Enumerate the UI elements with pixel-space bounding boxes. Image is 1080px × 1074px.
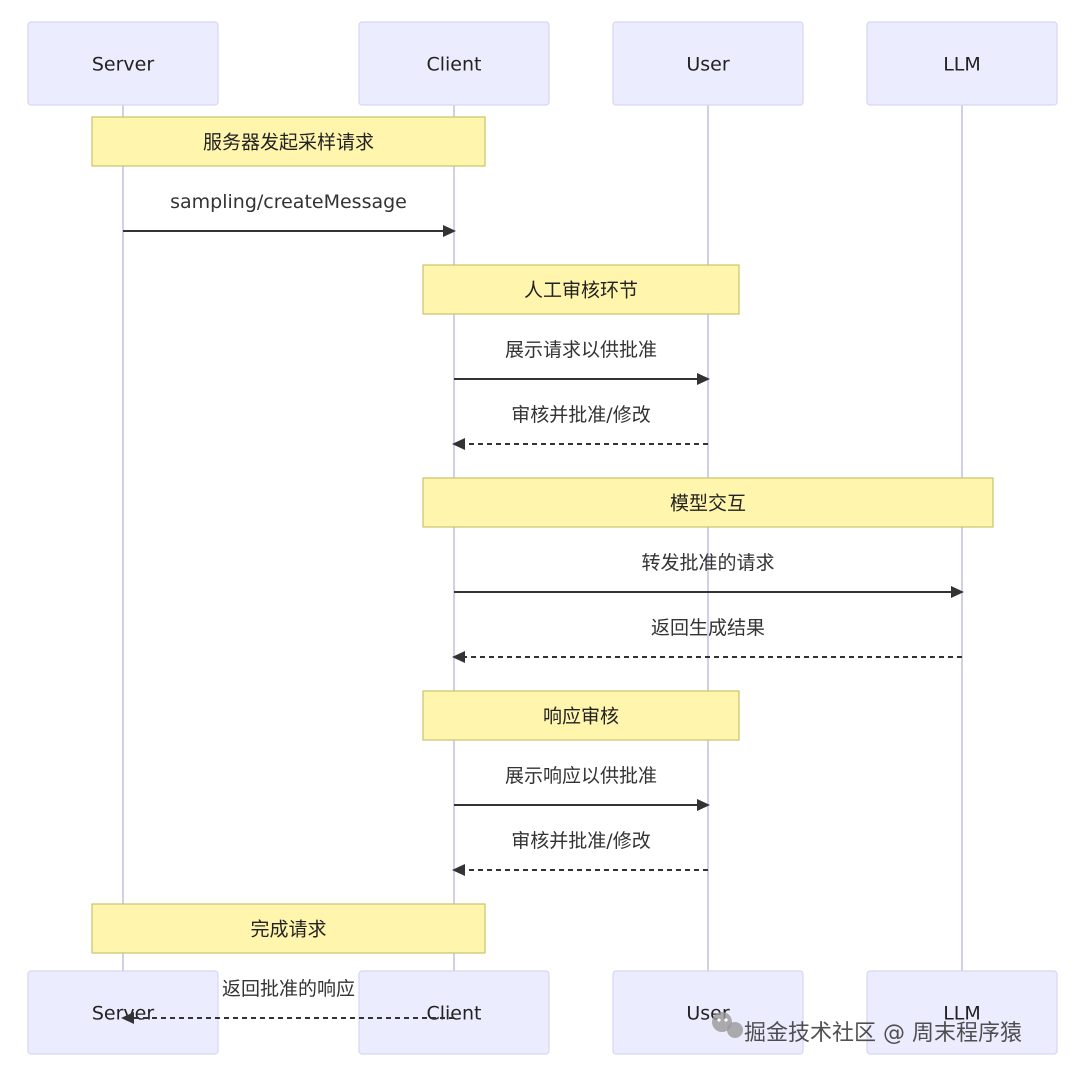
note-2: 人工审核环节 [422,264,740,315]
actor-label: Client [426,54,481,76]
message-label: 展示请求以供批准 [505,339,657,361]
message-1: sampling/createMessage [123,191,456,237]
note-box [91,116,486,167]
arrowhead [452,438,465,450]
message-12: 返回批准的响应 [121,978,454,1024]
actor-label: Client [426,1003,481,1025]
actor-box [866,21,1058,106]
note-label: 人工审核环节 [524,280,638,302]
message-6: 转发批准的请求 [454,552,964,598]
note-box [422,264,740,315]
arrowhead [452,864,465,876]
watermark-text: 掘金技术社区 @ 周末程序猿 [744,1021,1022,1046]
message-label: 展示响应以供批准 [505,765,657,787]
message-label: 审核并批准/修改 [511,830,650,852]
arrowhead [951,586,964,598]
note-0: 服务器发起采样请求 [91,116,486,167]
arrowhead [697,799,710,811]
actor-llm-bottom: LLM [866,970,1058,1055]
note-label: 模型交互 [670,493,746,515]
actor-box [358,21,550,106]
message-label: 审核并批准/修改 [511,404,650,426]
message-10: 审核并批准/修改 [452,830,708,876]
note-box [422,690,740,741]
actor-box [27,21,219,106]
wechat-icon [712,1012,743,1038]
message-label: 返回生成结果 [651,617,765,639]
actor-box [612,21,804,106]
message-9: 展示响应以供批准 [454,765,710,811]
message-label: 返回批准的响应 [222,978,355,1000]
actors-top: Server Client User LLM [27,21,1058,106]
actor-label: User [686,54,729,76]
note-5: 模型交互 [422,477,994,528]
arrowhead [452,651,465,663]
message-4: 审核并批准/修改 [452,404,708,450]
actor-llm-top: LLM [866,21,1058,106]
actors-bottom: Server Client User LLM [27,970,1058,1055]
note-8: 响应审核 [422,690,740,741]
note-label: 完成请求 [250,919,326,941]
message-label: 转发批准的请求 [641,552,774,574]
note-label: 响应审核 [543,706,619,728]
actor-label: Server [92,1003,154,1025]
diagram-steps: 服务器发起采样请求 sampling/createMessage 人工审核环节展示请… [91,116,994,1024]
watermark: 掘金技术社区 @ 周末程序猿 [712,1012,1022,1046]
message-3: 展示请求以供批准 [454,339,710,385]
actor-user-bottom: User [612,970,804,1055]
note-box [91,903,486,954]
actor-box [27,970,219,1055]
note-label: 服务器发起采样请求 [203,132,374,154]
message-7: 返回生成结果 [452,617,962,663]
message-label: sampling/createMessage [170,191,407,213]
actor-server-bottom: Server [27,970,219,1055]
note-11: 完成请求 [91,903,486,954]
lifelines [122,105,963,971]
actor-label: Server [92,54,154,76]
actor-box [612,970,804,1055]
arrowhead [697,373,710,385]
actor-label: LLM [943,54,981,76]
arrowhead [443,225,456,237]
actor-server-top: Server [27,21,219,106]
actor-box [866,970,1058,1055]
actor-label: LLM [943,1003,981,1025]
actor-client-top: Client [358,21,550,106]
actor-box [358,970,550,1055]
actor-user-top: User [612,21,804,106]
actor-client-bottom: Client [358,970,550,1055]
note-box [422,477,994,528]
arrowhead [121,1012,134,1024]
